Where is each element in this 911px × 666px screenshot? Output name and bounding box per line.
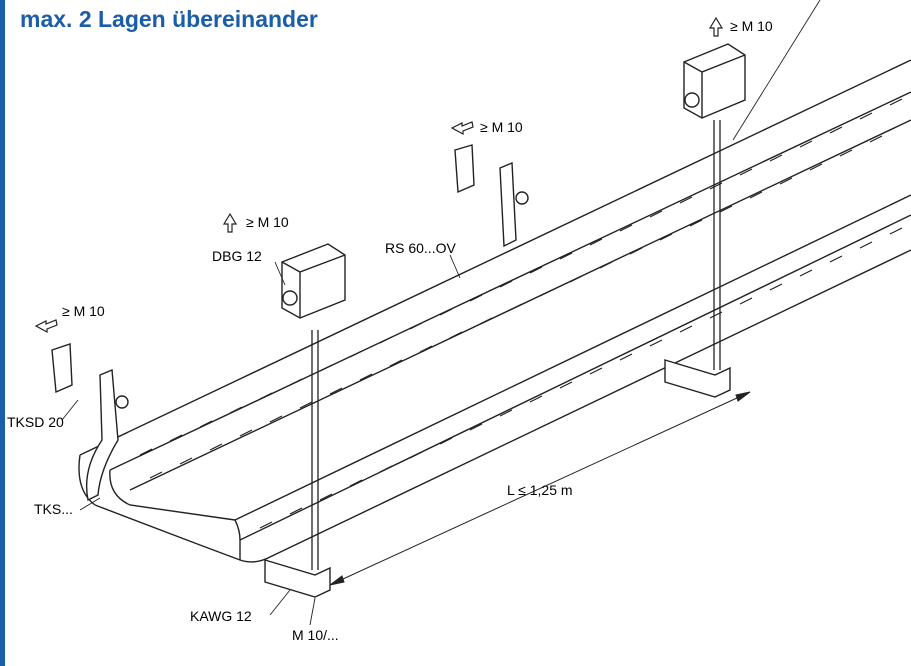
tks-label: TKS...	[34, 501, 73, 517]
nut-size-label: M 10/...	[292, 627, 339, 643]
dbg-bolt-left	[282, 290, 298, 306]
dbg-bracket-left	[281, 243, 346, 319]
kawg-bracket-left	[264, 559, 331, 598]
arrow-left-icon	[450, 121, 474, 136]
tks-bolt-mid	[515, 191, 529, 205]
diagram-title: max. 2 Lagen übereinander	[20, 6, 318, 32]
dbg-bolt-right	[684, 92, 700, 108]
dimension-line	[329, 391, 751, 586]
leader-lines	[61, 0, 821, 626]
arrow-left-icon	[34, 319, 58, 334]
tks-hanger-mid	[499, 161, 517, 248]
arrow-up-icon	[708, 16, 724, 37]
perforations	[139, 98, 903, 529]
tks-hanger-left	[85, 368, 119, 502]
tray-end-floor	[109, 469, 236, 521]
rod-size-label-top-right: ≥ M 10	[730, 18, 773, 34]
rod-right	[713, 120, 721, 370]
kawg-brackets	[264, 359, 731, 598]
dbg-label: DBG 12	[212, 248, 262, 264]
tray-rear-inner-edge	[109, 91, 911, 471]
rod-size-label-mid: ≥ M 10	[480, 119, 523, 135]
tray-end-wall	[234, 519, 241, 560]
tray-end-curve	[78, 454, 96, 506]
length-label: L ≤ 1,25 m	[507, 482, 573, 498]
tray-type-label: RS 60...OV	[385, 240, 456, 256]
rod-size-label-left: ≥ M 10	[62, 303, 105, 319]
arrow-up-icon	[222, 212, 238, 233]
kawg-bracket-right	[664, 359, 731, 398]
tray-front-bottom-edge	[94, 249, 911, 563]
rod-left	[311, 330, 319, 570]
tray-front-top-edge	[234, 194, 911, 521]
threaded-rods	[311, 120, 721, 570]
dbg-brackets	[281, 43, 746, 319]
accent-bar	[0, 0, 5, 666]
cable-tray	[78, 59, 911, 563]
tray-rear-top-edge	[79, 59, 911, 456]
tks-bolt-left	[115, 395, 129, 409]
tray-front-mid-edge	[239, 214, 911, 541]
rod-size-label-dbg: ≥ M 10	[246, 214, 289, 230]
tks-hangers	[51, 144, 529, 502]
tksd-clip-left	[51, 343, 73, 394]
kawg-label: KAWG 12	[190, 608, 252, 624]
tksd-clip-mid	[454, 144, 475, 194]
tksd-label: TKSD 20	[7, 414, 64, 430]
